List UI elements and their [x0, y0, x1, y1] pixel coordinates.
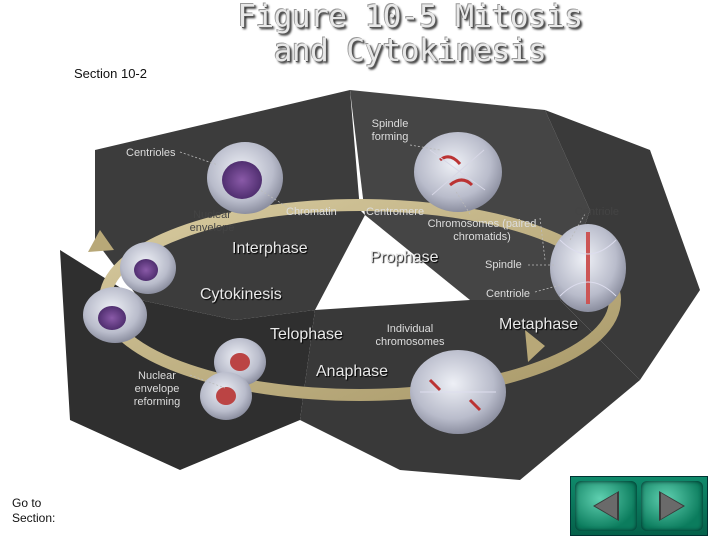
leader-lines	[179, 144, 586, 389]
prophase-cell	[414, 132, 502, 212]
label-chromosomes: Chromosomes (paired chromatids)	[427, 218, 537, 243]
label-centromere: Centromere	[366, 206, 425, 218]
goto-line-2: Section:	[12, 511, 56, 525]
telophase-cell	[200, 338, 266, 420]
interphase-cell	[207, 142, 283, 214]
navigation-controls	[570, 476, 708, 536]
label-spindle: Spindle	[485, 259, 522, 271]
metaphase-cell	[550, 224, 626, 312]
title-line-1: Figure 10-5 Mitosis	[237, 0, 583, 35]
label-centriole-top: Centriole	[575, 206, 620, 218]
goto-line-1: Go to	[12, 496, 42, 510]
left-arrow-icon	[593, 491, 619, 521]
stage-cytokinesis: Cytokinesis	[200, 286, 282, 303]
goto-section-label: Go to Section:	[12, 496, 55, 526]
label-centriole-mid: Centriole	[486, 288, 531, 300]
cytokinesis-cell-lower	[83, 287, 147, 343]
section-label: Section 10-2	[74, 66, 147, 81]
cytokinesis-cell-upper	[120, 242, 176, 294]
label-chromatin: Chromatin	[286, 206, 337, 218]
stage-interphase: Interphase	[232, 240, 308, 257]
page-title: Figure 10-5 Mitosis and Cytokinesis	[200, 0, 620, 68]
next-button[interactable]	[641, 481, 703, 531]
stage-anaphase: Anaphase	[316, 363, 389, 380]
previous-button[interactable]	[575, 481, 637, 531]
title-line-2: and Cytokinesis	[273, 33, 547, 69]
label-nuclear-envelope-reforming: Nuclear envelope reforming	[133, 370, 181, 408]
label-nuclear-envelope: Nuclear envelope	[189, 209, 235, 234]
stage-telophase: Telophase	[270, 326, 343, 343]
right-arrow-icon	[659, 491, 685, 521]
label-centrioles: Centrioles	[126, 147, 176, 159]
anaphase-cell	[410, 350, 506, 434]
label-individual-chromosomes: Individual chromosomes	[375, 323, 445, 348]
stage-prophase: Prophase	[370, 249, 439, 266]
stage-metaphase: Metaphase	[499, 316, 579, 333]
label-spindle-forming: Spindle forming	[371, 118, 409, 143]
